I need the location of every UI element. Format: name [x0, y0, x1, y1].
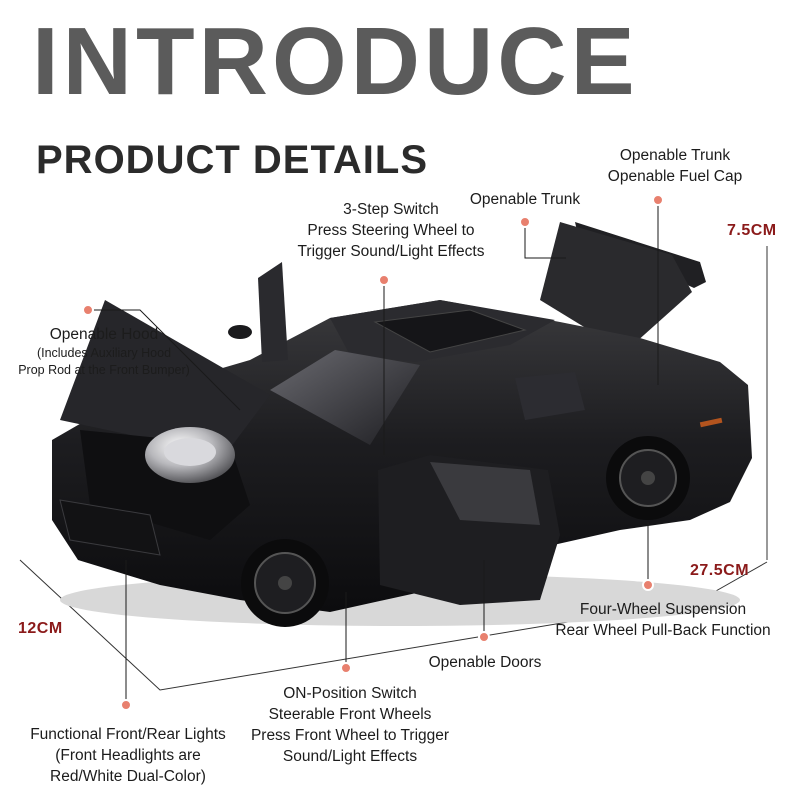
dot-suspension: [642, 579, 654, 591]
callout-text: 3-Step Switch: [343, 201, 439, 218]
car-model: [52, 222, 752, 627]
callout-text: Four-Wheel Suspension: [579, 601, 747, 618]
callout-text: ON-Position Switch: [283, 685, 417, 702]
callout-text: Trigger Sound/Light Effects: [297, 243, 485, 260]
dot-trunk: [519, 216, 531, 228]
height-dimension: 7.5CM: [727, 222, 777, 239]
dot-lights: [120, 699, 132, 711]
callout-doors: Openable Doors: [420, 652, 550, 673]
dot-doors: [478, 631, 490, 643]
callout-3step-switch: 3-Step Switch Press Steering Wheel to Tr…: [280, 199, 502, 262]
callout-text: (Includes Auxiliary Hood: [36, 346, 172, 360]
callout-text: Prop Rod at the Front Bumper): [18, 363, 190, 377]
dot-on-switch: [340, 662, 352, 674]
dot-trunk-fuel: [652, 194, 664, 206]
dot-3step-switch: [378, 274, 390, 286]
callout-on-switch: ON-Position Switch Steerable Front Wheel…: [240, 683, 460, 767]
callout-trunk: Openable Trunk: [460, 189, 590, 210]
dot-hood: [82, 304, 94, 316]
callout-text: Openable Trunk: [469, 191, 581, 208]
callout-text: Openable Fuel Cap: [607, 168, 743, 185]
callout-text: (Front Headlights are: [55, 747, 201, 764]
callout-lights: Functional Front/Rear Lights (Front Head…: [14, 724, 242, 787]
callout-suspension: Four-Wheel Suspension Rear Wheel Pull-Ba…: [548, 599, 778, 641]
callout-dots: [82, 194, 664, 711]
width-dimension: 12CM: [18, 620, 63, 637]
callout-text: Press Front Wheel to Trigger: [250, 727, 450, 744]
callout-text: Rear Wheel Pull-Back Function: [555, 622, 771, 639]
callout-text: Red/White Dual-Color): [50, 768, 206, 785]
callout-text: Press Steering Wheel to: [307, 222, 475, 239]
callout-text: Openable Trunk: [619, 147, 731, 164]
callout-hood: Openable Hood (Includes Auxiliary Hood P…: [14, 324, 194, 379]
callout-text: Functional Front/Rear Lights: [30, 726, 226, 743]
length-dimension: 27.5CM: [690, 562, 750, 579]
callout-text: Openable Hood: [49, 326, 159, 343]
leader-lines: [88, 200, 659, 705]
callout-text: Steerable Front Wheels: [268, 706, 432, 723]
callout-trunk-fuel-cap: Openable Trunk Openable Fuel Cap: [600, 145, 750, 187]
page-subtitle: PRODUCT DETAILS: [36, 138, 429, 182]
callout-text: Openable Doors: [428, 654, 542, 671]
callout-text: Sound/Light Effects: [282, 748, 418, 765]
page-title: INTRODUCE: [32, 8, 639, 115]
